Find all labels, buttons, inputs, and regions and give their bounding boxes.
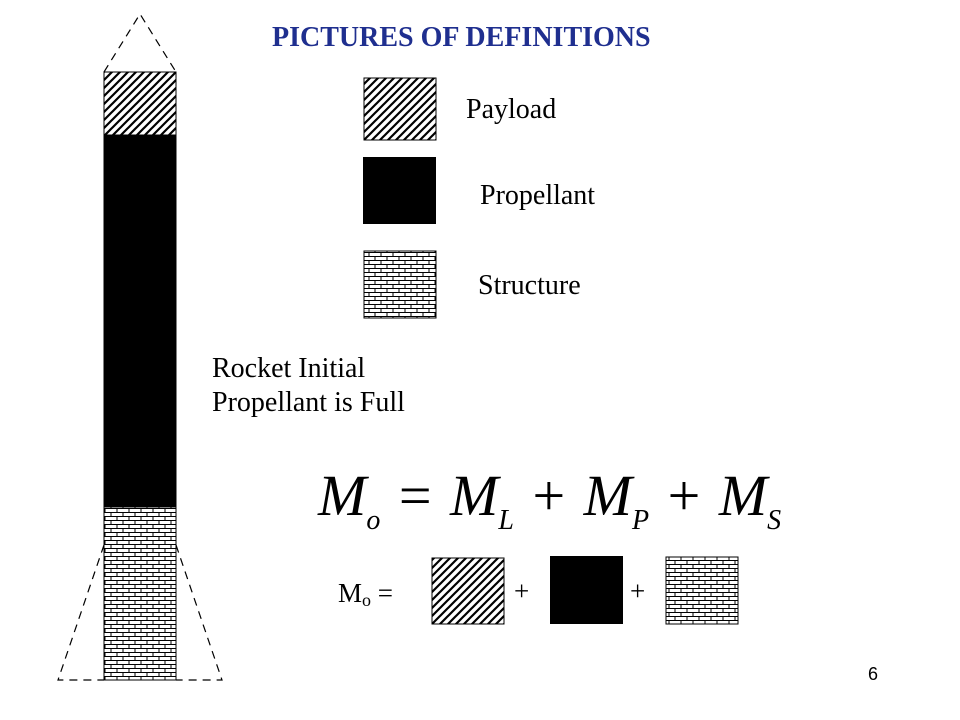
eq-lhs: M bbox=[318, 463, 367, 528]
caption-line-2: Propellant is Full bbox=[212, 387, 405, 418]
eq-lhs-sub: o bbox=[366, 505, 381, 536]
eq-term-structure: M bbox=[718, 463, 768, 528]
picture-eq-m-sub: o bbox=[362, 590, 372, 610]
page-title: PICTURES OF DEFINITIONS bbox=[272, 22, 651, 53]
legend-label-payload: Payload bbox=[466, 94, 557, 125]
rocket-fin-right bbox=[175, 544, 223, 681]
eq-term-payload-sub: L bbox=[498, 505, 514, 536]
eq-term-propellant: M bbox=[583, 463, 632, 528]
rocket-nose-cone bbox=[103, 12, 177, 73]
picture-eq-plus-2: + bbox=[630, 576, 646, 606]
caption-line-1: Rocket Initial bbox=[212, 353, 366, 384]
eq-equals: = bbox=[398, 463, 432, 528]
eq-term-payload: M bbox=[450, 463, 499, 528]
eq-payload-swatch bbox=[431, 557, 505, 625]
picture-eq-lhs: Mo = bbox=[338, 578, 393, 611]
propellant-swatch bbox=[363, 157, 436, 224]
picture-eq-m: M bbox=[338, 578, 363, 608]
rocket-structure-section bbox=[103, 506, 177, 681]
rocket-payload-section bbox=[103, 71, 177, 136]
eq-structure-swatch bbox=[665, 556, 739, 625]
eq-plus-1: + bbox=[532, 463, 566, 528]
picture-eq-equals: = bbox=[377, 578, 393, 608]
rocket-fin-left bbox=[57, 544, 105, 681]
picture-eq-plus-1: + bbox=[514, 576, 530, 606]
mass-equation: Mo = ML + MP + MS bbox=[318, 462, 781, 537]
payload-swatch bbox=[363, 77, 437, 141]
legend-label-structure: Structure bbox=[478, 270, 581, 301]
eq-term-structure-sub: S bbox=[767, 505, 782, 536]
legend-label-propellant: Propellant bbox=[480, 180, 596, 211]
structure-swatch bbox=[363, 250, 437, 319]
eq-plus-2: + bbox=[667, 463, 701, 528]
rocket-caption: Rocket Initial Propellant is Full bbox=[212, 352, 405, 420]
eq-term-propellant-sub: P bbox=[632, 505, 650, 536]
rocket-propellant-section bbox=[103, 134, 177, 508]
eq-propellant-swatch bbox=[550, 556, 623, 624]
page-number: 6 bbox=[868, 664, 879, 684]
